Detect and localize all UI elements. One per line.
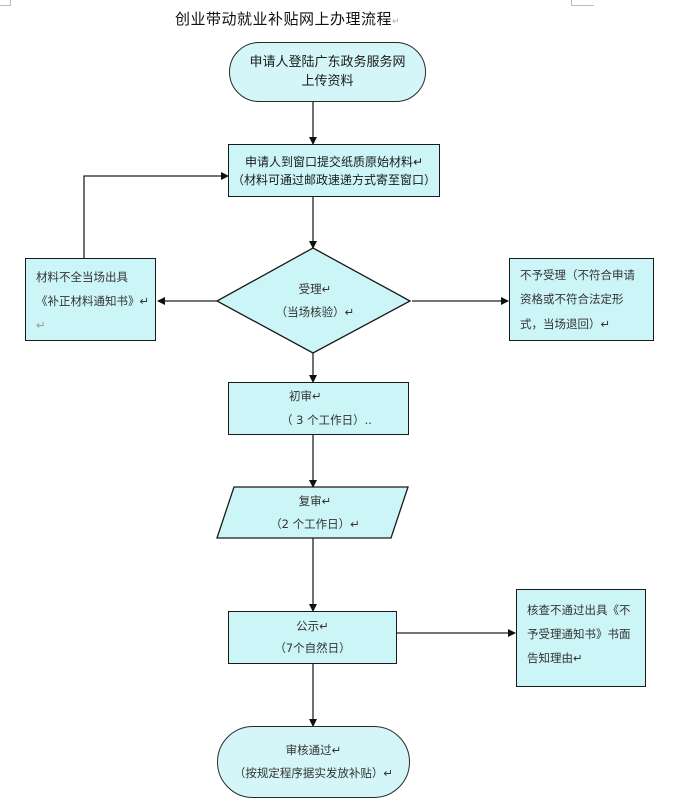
publicity-node: 公示↵ （7个自然日） (228, 611, 397, 664)
submit-materials-node: 申请人到窗口提交纸质原始材料↵ （材料可通过邮政速递方式寄至窗口） (228, 144, 440, 197)
paragraph-mark-icon: ↵ (392, 17, 401, 27)
incomplete-node-line2: 《补正材料通知书》↵ (36, 294, 150, 309)
second-review-line1: 复审↵ (298, 493, 332, 508)
incomplete-node-line3: ↵ (36, 318, 46, 333)
start-node-line2: 上传资料 (301, 74, 354, 89)
incomplete-node-line1: 材料不全当场出具 (36, 270, 128, 284)
submit-node-line1: 申请人到窗口提交纸质原始材料↵ (244, 154, 424, 169)
page-corner-mark-right (571, 0, 594, 6)
second-review-node: 复审↵ （2 个工作日）↵ (230, 489, 400, 537)
submit-node-line2: （材料可通过邮政速递方式寄至窗口） (231, 172, 436, 187)
diagram-title-text: 创业带动就业补贴网上办理流程 (175, 10, 393, 28)
second-review-parallelogram-shape (216, 486, 409, 539)
first-review-line2: （ 3 个工作日）.. (281, 412, 372, 427)
reject-node-line3: 式，当场退回）↵ (520, 316, 611, 331)
end-node: 审核通过↵ （按规定程序据实发放补贴）↵ (217, 726, 410, 798)
arrow-incomplete-to-submit (83, 172, 229, 258)
verify-fail-line1: 核查不通过出具《不 (527, 603, 631, 617)
incomplete-materials-node: 材料不全当场出具 《补正材料通知书》↵ ↵ (25, 258, 156, 341)
first-review-node: 初审↵ （ 3 个工作日）.. (228, 382, 409, 435)
start-node-line1: 申请人登陆广东政务服务网 (249, 54, 406, 70)
reject-node: 不予受理（不符合申请 资格或不符合法定形 式，当场退回）↵ (509, 258, 654, 341)
accept-decision-node: 受理↵ （当场核验）↵ (240, 270, 390, 332)
second-review-line2: （2 个工作日）↵ (270, 517, 360, 531)
reject-node-line1: 不予受理（不符合申请 (520, 268, 635, 283)
verify-fail-line2: 予受理通知书》书面 (527, 627, 631, 642)
page-corner-mark-left (0, 0, 11, 6)
publicity-line2: （7个自然日） (274, 640, 351, 655)
start-node: 申请人登陆广东政务服务网 上传资料 (229, 42, 426, 102)
end-node-line2: （按规定程序据实发放补贴）↵ (233, 766, 394, 780)
end-node-line1: 审核通过↵ (285, 742, 342, 757)
publicity-line1: 公示↵ (296, 619, 329, 634)
diagram-title: 创业带动就业补贴网上办理流程↵ (175, 8, 400, 29)
verification-failed-node: 核查不通过出具《不 予受理通知书》书面 告知理由↵ (516, 589, 646, 687)
accept-node-line1: 受理↵ (298, 281, 332, 296)
accept-node-line2: （当场核验）↵ (275, 305, 355, 319)
verify-fail-line3: 告知理由↵ (527, 651, 583, 666)
accept-diamond-shape (215, 247, 412, 354)
reject-node-line2: 资格或不符合法定形 (520, 292, 624, 307)
first-review-line1: 初审↵ (289, 389, 322, 404)
